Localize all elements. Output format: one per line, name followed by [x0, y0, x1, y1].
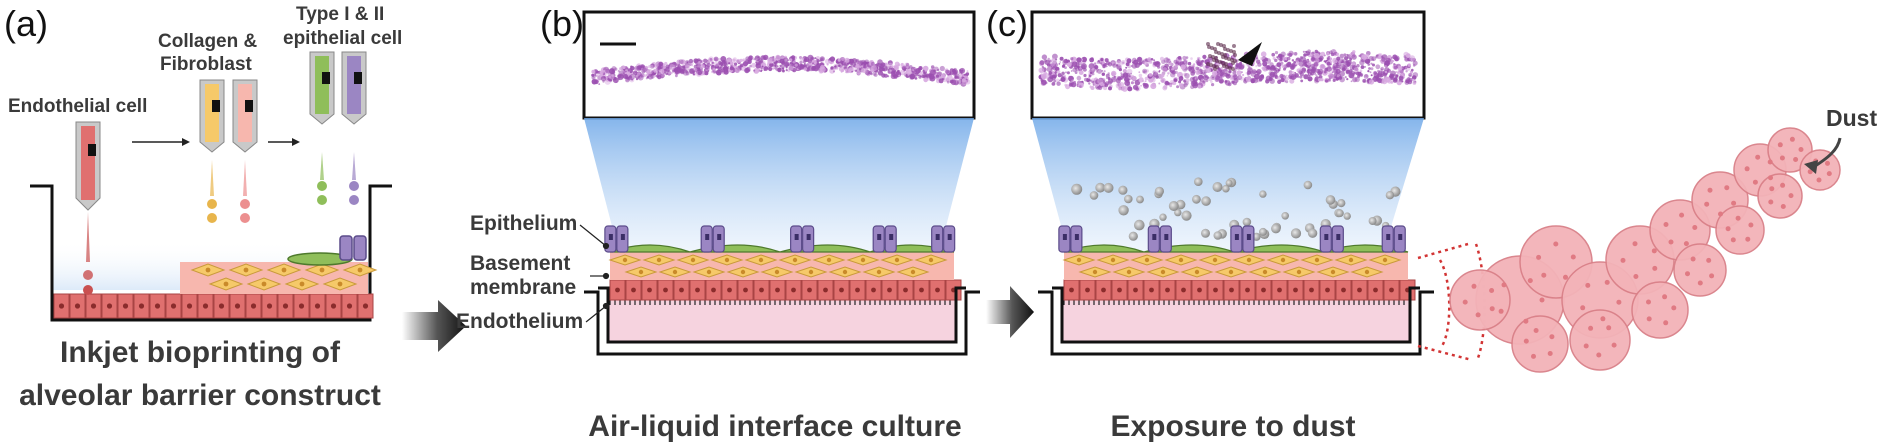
panel-c-caption: Exposure to dust [1110, 410, 1355, 443]
label-leader-lines [579, 224, 610, 323]
panel-a-type2-cell [339, 235, 353, 261]
panel-b-stained-tissue [591, 54, 971, 87]
printhead-cartridge [232, 79, 258, 153]
label-basement-line2: membrane [470, 276, 576, 299]
alveolus [1569, 309, 1631, 371]
label-epithelial-line1: Type I & II [296, 4, 384, 25]
alveolus [1767, 127, 1813, 173]
panel-c-letter: (c) [986, 3, 1028, 44]
alveolus [1757, 173, 1803, 219]
panel-b: (b) Epithelium Basement membrane Endothe… [456, 3, 980, 443]
panel-b-well [584, 225, 980, 356]
panel-a-caption-line2: alveolar barrier construct [19, 379, 381, 412]
alveolus [1511, 315, 1569, 373]
panel-a: (a) [4, 3, 402, 412]
alveolus [1631, 281, 1689, 339]
arrowhead-marker [1238, 42, 1262, 66]
printhead-cartridge [309, 51, 335, 125]
alveolus [1715, 205, 1765, 255]
label-epithelial-line2: epithelial cell [283, 28, 402, 49]
panel-a-letter: (a) [4, 3, 48, 44]
panel-b-letter: (b) [540, 3, 584, 44]
label-endothelial-cell: Endothelial cell [8, 96, 147, 117]
arrow-b-to-c [986, 286, 1034, 338]
printhead-cartridge [341, 51, 367, 125]
arrow-a-to-b [402, 300, 466, 352]
printhead-cartridge [75, 121, 101, 211]
panel-a-fibroblast-cells [190, 263, 378, 291]
printhead-cartridge [199, 79, 225, 153]
panel-b-cell-stack [604, 225, 962, 305]
panel-c-cell-stack [1058, 225, 1416, 305]
alveoli-illustration [1449, 127, 1841, 373]
label-dust: Dust [1826, 105, 1877, 131]
label-collagen-line1: Collagen & [158, 31, 258, 52]
alveolus [1799, 149, 1841, 191]
panel-a-printheads [75, 51, 367, 211]
alveolus [1673, 243, 1727, 297]
panel-a-sequence-arrows [132, 138, 300, 146]
panel-c-stained-tissue [1038, 42, 1419, 92]
panel-a-droplet [83, 285, 93, 295]
panel-a-well [30, 152, 392, 322]
alveolus [1449, 269, 1511, 331]
panel-b-caption: Air-liquid interface culture [588, 410, 961, 443]
panel-a-endothelial-layer [53, 293, 374, 319]
panel-c-well [1038, 177, 1434, 356]
label-basement-line1: Basement [470, 252, 570, 275]
panel-c: (c) Dust Exposure to dust [986, 3, 1877, 443]
label-epithelium: Epithelium [470, 212, 577, 235]
label-collagen-line2: Fibroblast [160, 54, 253, 75]
label-endothelium: Endothelium [456, 310, 583, 333]
panel-a-caption-line1: Inkjet bioprinting of [60, 336, 341, 369]
